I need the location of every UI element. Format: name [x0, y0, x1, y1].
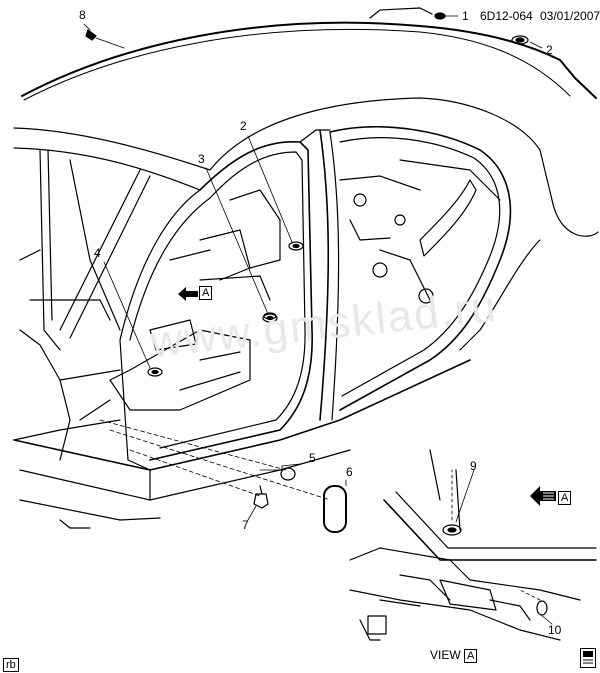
detail-view-arrow: A	[530, 486, 574, 510]
view-caption-word: VIEW	[430, 648, 461, 662]
callout-9: 9	[470, 459, 477, 473]
a-pillar	[19, 149, 151, 461]
callout-2-pillar: 2	[240, 119, 247, 133]
view-arrow-letter: A	[199, 286, 213, 300]
detail-inset	[349, 449, 597, 641]
body-side-outline	[13, 97, 599, 441]
callout-5: 5	[309, 451, 316, 465]
book-icon	[580, 648, 596, 668]
corner-tag: rb	[3, 658, 19, 672]
part-6-seal	[323, 485, 347, 533]
part-7-pushpin	[253, 485, 269, 509]
book-icon-wrap	[580, 648, 596, 668]
callout-8: 8	[79, 8, 86, 22]
part-2-plug-pillar	[288, 241, 304, 251]
callout-3: 3	[198, 152, 205, 166]
callout-6: 6	[346, 465, 353, 479]
callout-4: 4	[94, 246, 101, 260]
drawing-id: 6D12-064	[480, 9, 533, 23]
callout-10: 10	[548, 623, 562, 637]
roof-panel	[21, 7, 597, 101]
part-4-plug	[147, 367, 163, 377]
callout-2-roof: 2	[546, 43, 553, 57]
drawing-date: 03/01/2007	[540, 9, 600, 23]
b-pillar	[119, 129, 340, 471]
leader-lines	[83, 15, 553, 625]
center-structure	[169, 189, 281, 320]
part-8-clip	[85, 29, 97, 41]
part-5-plug	[280, 467, 296, 481]
detail-view-arrow-icon	[530, 486, 556, 506]
part-10-plug	[536, 600, 548, 616]
callout-1: 1	[462, 9, 469, 23]
view-caption-letter: A	[464, 649, 478, 663]
detail-view-arrow-letter: A	[558, 491, 572, 505]
rear-door-opening	[329, 126, 512, 411]
part-1-plug	[434, 12, 446, 20]
part-3-plug	[262, 313, 278, 323]
part-9-plug	[442, 524, 462, 536]
rocker-sill	[13, 249, 471, 529]
part-2-plug-roof	[511, 35, 529, 45]
view-arrow: A	[178, 286, 213, 302]
view-arrow-icon	[178, 287, 198, 301]
callout-7: 7	[242, 518, 249, 532]
view-caption: VIEW A	[430, 648, 478, 663]
